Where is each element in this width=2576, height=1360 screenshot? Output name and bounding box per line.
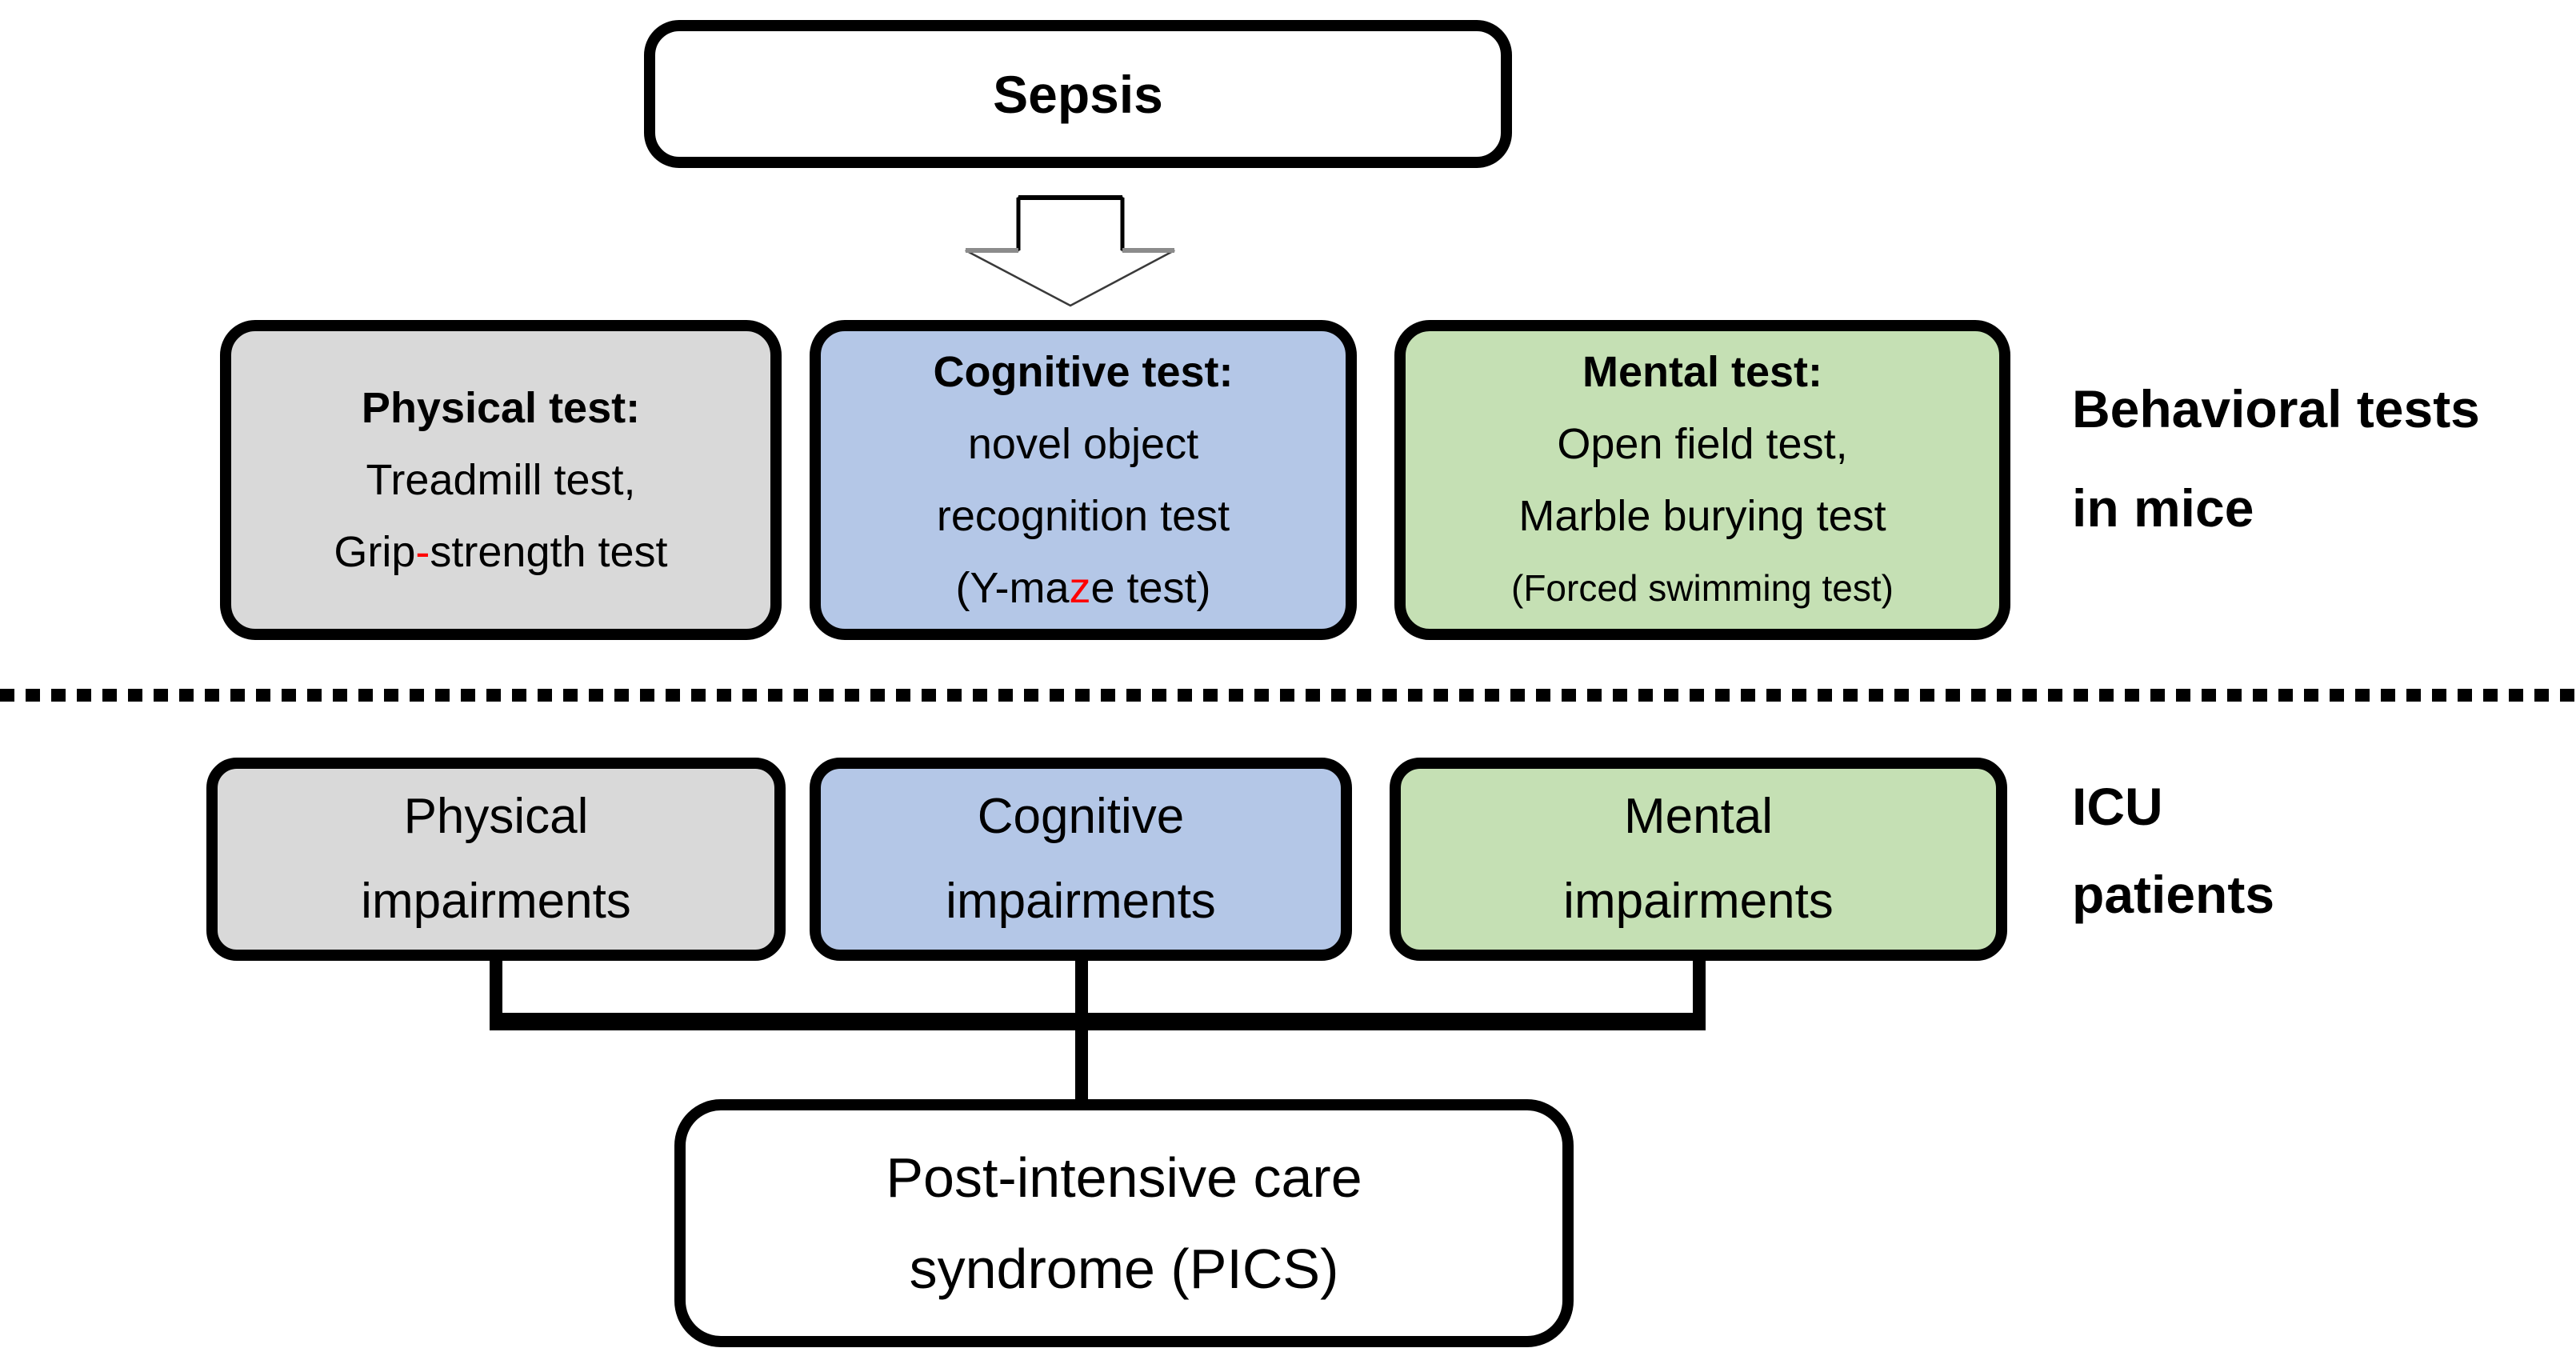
recognition-test-line: recognition test — [936, 492, 1230, 540]
behavioral-tests-in-mice-label: Behavioral tests in mice — [2072, 382, 2480, 534]
y-maze-red-z: z — [1069, 564, 1091, 612]
grip-strength-post: strength test — [430, 528, 668, 576]
pics-label-line2: syndrome (PICS) — [909, 1238, 1339, 1300]
connector-horizontal-bar — [490, 1013, 1706, 1030]
cognitive-test-title: Cognitive test: — [933, 348, 1234, 396]
sepsis-box: Sepsis — [644, 20, 1512, 168]
y-maze-post: e test) — [1090, 564, 1211, 612]
forced-swimming-line: (Forced swimming test) — [1511, 567, 1894, 609]
icu-patients-label: ICU patients — [2072, 780, 2274, 921]
novel-object-line: novel object — [967, 420, 1199, 468]
marble-burying-line: Marble burying test — [1518, 492, 1886, 540]
physical-test-box: Physical test: Treadmill test, Grip-stre… — [220, 320, 782, 640]
mental-impairments-line2: impairments — [1563, 874, 1834, 929]
down-arrow-icon — [965, 195, 1175, 307]
pics-label-line1: Post-intensive care — [886, 1146, 1362, 1209]
grip-strength-line: Grip-strength test — [334, 516, 667, 588]
dotted-divider-line — [0, 689, 2576, 702]
grip-strength-red-hyphen: - — [415, 528, 430, 576]
icu-patients-label-line2: patients — [2072, 865, 2275, 924]
physical-test-title: Physical test: — [361, 384, 641, 432]
mental-impairments-line1: Mental — [1623, 789, 1774, 844]
physical-impairments-box: Physical impairments — [206, 758, 786, 961]
connector-vertical-center — [1075, 954, 1088, 1110]
y-maze-line: (Y-maze test) — [955, 552, 1210, 624]
sepsis-label: Sepsis — [993, 64, 1163, 124]
mental-test-box: Mental test: Open field test, Marble bur… — [1394, 320, 2010, 640]
mental-test-title: Mental test: — [1582, 348, 1823, 396]
mental-impairments-box: Mental impairments — [1390, 758, 2007, 961]
connector-vertical-right — [1693, 954, 1706, 1026]
y-maze-pre: (Y-ma — [955, 564, 1070, 612]
pics-box: Post-intensive care syndrome (PICS) — [674, 1099, 1574, 1347]
treadmill-test-line: Treadmill test, — [366, 456, 636, 504]
behavioral-tests-label-line1: Behavioral tests — [2072, 379, 2480, 438]
connector-vertical-left — [490, 954, 502, 1026]
cognitive-test-box: Cognitive test: novel object recognition… — [810, 320, 1357, 640]
grip-strength-pre: Grip — [334, 528, 416, 576]
open-field-line: Open field test, — [1557, 420, 1848, 468]
cognitive-impairments-line1: Cognitive — [977, 789, 1185, 844]
behavioral-tests-label-line2: in mice — [2072, 478, 2254, 538]
icu-patients-label-line1: ICU — [2072, 777, 2163, 836]
cognitive-impairments-line2: impairments — [946, 874, 1216, 929]
cognitive-impairments-box: Cognitive impairments — [810, 758, 1352, 961]
physical-impairments-line1: Physical — [403, 789, 589, 844]
physical-impairments-line2: impairments — [361, 874, 631, 929]
